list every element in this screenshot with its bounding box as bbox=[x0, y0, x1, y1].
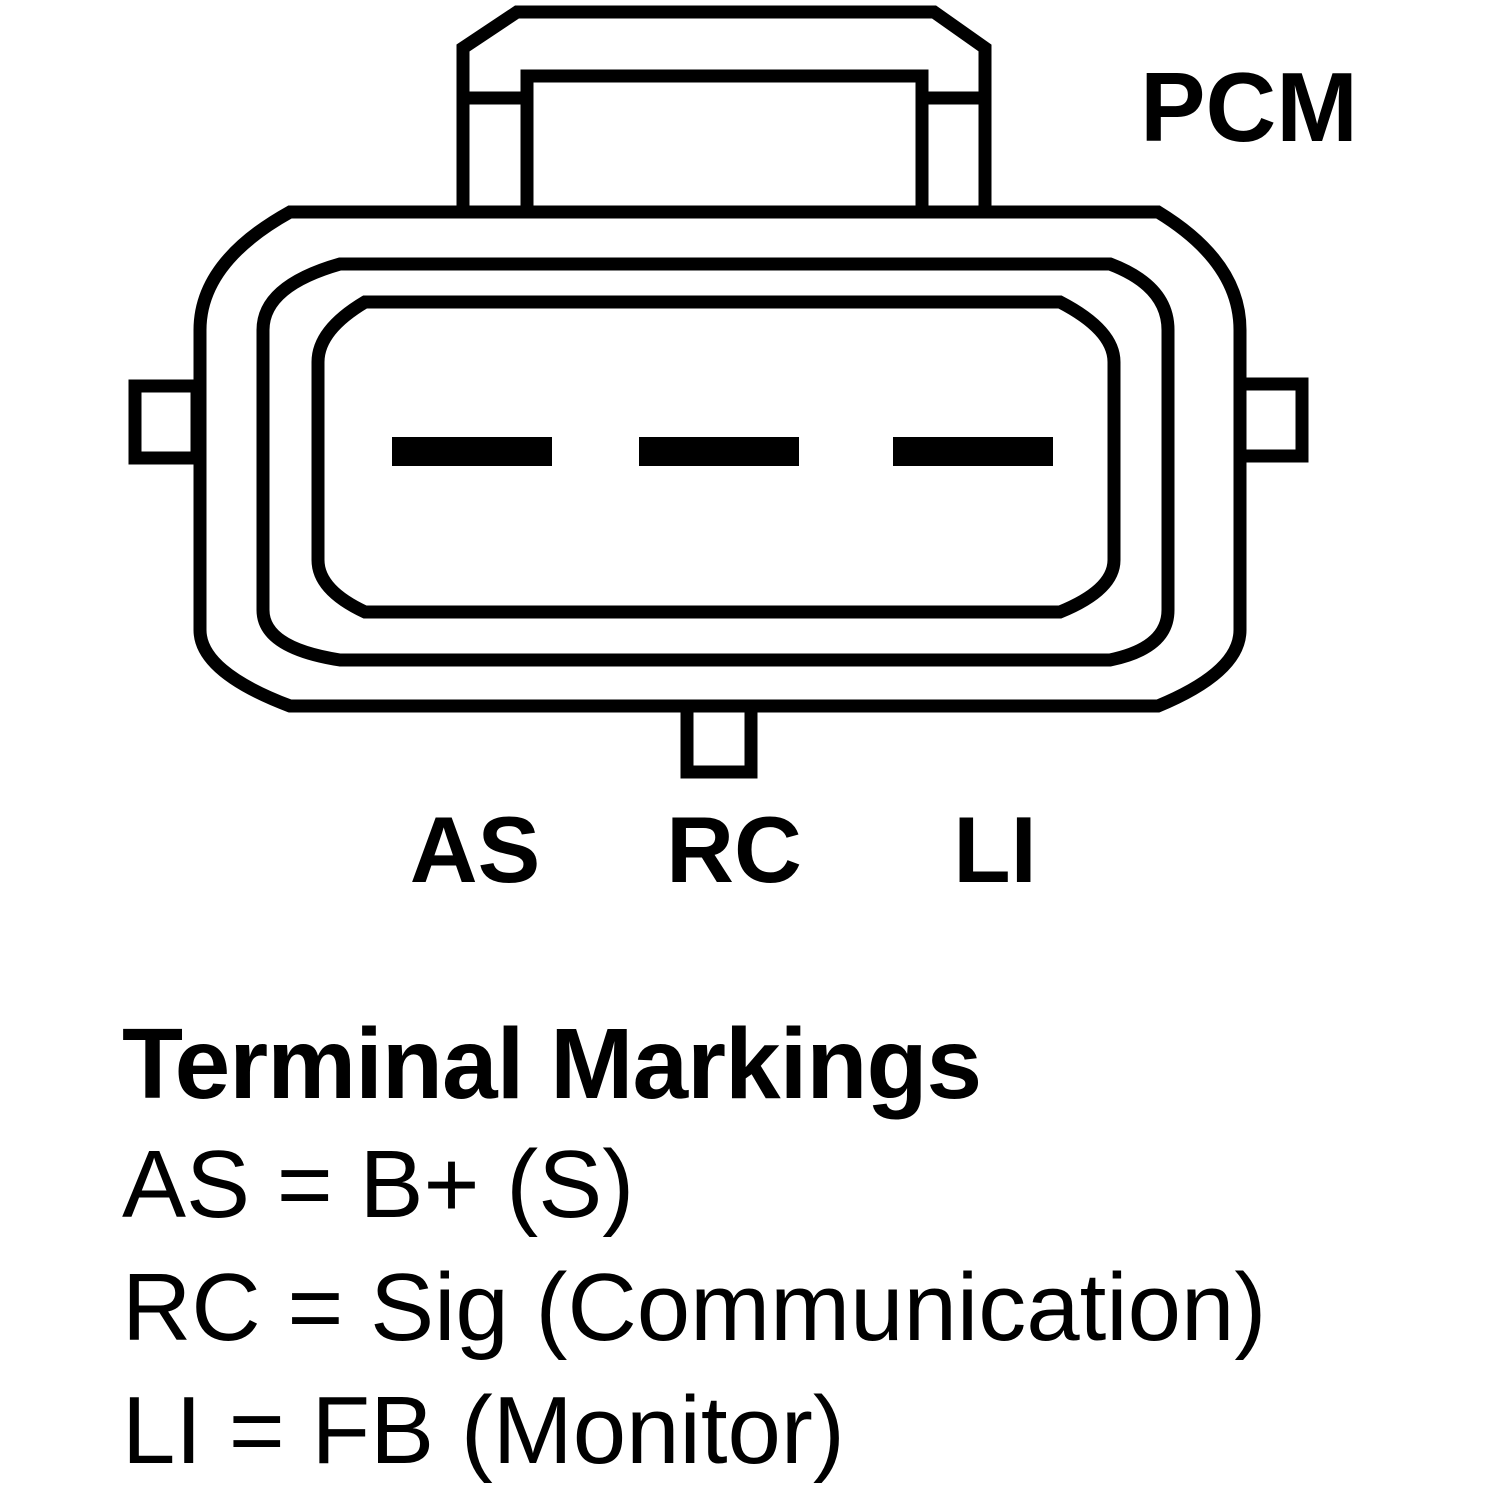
pin-as bbox=[392, 437, 552, 466]
pin-li bbox=[893, 437, 1053, 466]
terminal-label-li: LI bbox=[953, 797, 1037, 902]
side-tab-right bbox=[1233, 377, 1309, 463]
pin-rc bbox=[639, 437, 799, 466]
connector-name-label: PCM bbox=[1140, 52, 1358, 162]
terminal-label-as: AS bbox=[410, 797, 541, 902]
legend-line-as: AS = B+ (S) bbox=[122, 1131, 635, 1238]
legend-title: Terminal Markings bbox=[122, 1008, 982, 1120]
legend-line-li: LI = FB (Monitor) bbox=[122, 1377, 845, 1484]
side-tab-left bbox=[128, 379, 204, 465]
legend-line-rc: RC = Sig (Communication) bbox=[122, 1254, 1267, 1361]
terminal-legend: Terminal Markings AS = B+ (S) RC = Sig (… bbox=[122, 1005, 1462, 1492]
terminal-label-rc: RC bbox=[666, 797, 802, 902]
latch-inner bbox=[520, 69, 929, 214]
